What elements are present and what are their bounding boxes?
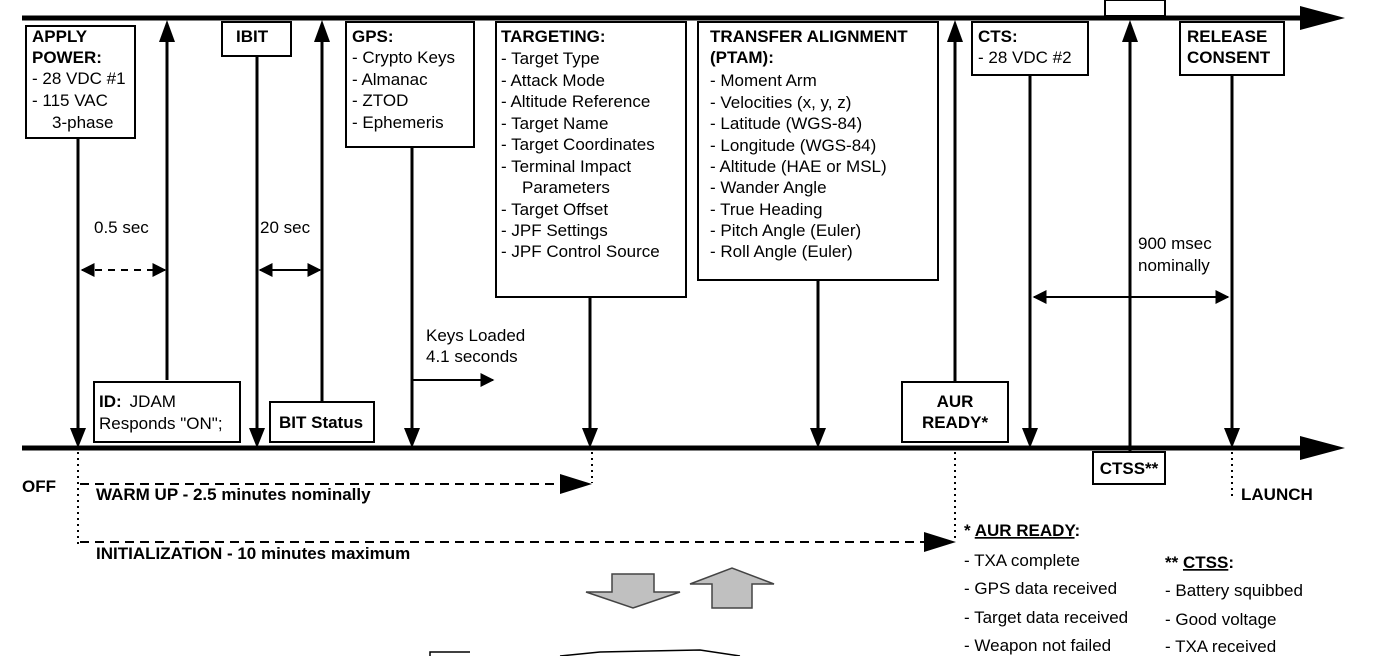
initialization-label: INITIALIZATION - 10 minutes maximum (96, 544, 410, 563)
targeting-item: - Terminal Impact (501, 157, 631, 176)
gps-item: - ZTOD (352, 91, 408, 110)
gps-item: - Crypto Keys (352, 48, 455, 67)
aur-ready-notes-title: * AUR READY: (964, 521, 1080, 540)
targeting-item: - Target Offset (501, 200, 608, 219)
release-consent-title-line-1: RELEASE (1187, 27, 1267, 46)
ibit-title: IBIT (236, 27, 269, 46)
id-box-text: ID:JDAM (99, 392, 176, 411)
ibit-box (221, 21, 292, 57)
targeting-item: - Attack Mode (501, 71, 605, 90)
aur-ready-box-line: AUR (937, 392, 974, 411)
aur-ready-notes-item: - GPS data received (964, 579, 1117, 598)
dotted-drop-lines (77, 452, 1233, 545)
targeting-box (495, 21, 687, 298)
targeting-item: Parameters (522, 178, 610, 197)
aur-ready-box (901, 381, 1009, 443)
transfer-alignment-title-line-2: (PTAM): (710, 48, 774, 67)
power-to-id-interval-label: 0.5 sec (94, 218, 149, 237)
ctss-box-title: CTSS** (1100, 459, 1159, 478)
apply-power-title-line-2: POWER: (32, 48, 102, 67)
warm-up-phase-arrow (80, 474, 592, 494)
transfer-alignment-item: - Wander Angle (710, 178, 827, 197)
gps-box (345, 21, 475, 148)
ctss-notes-item: - Battery squibbed (1165, 581, 1303, 600)
id-box-line: Responds "ON"; (99, 414, 223, 433)
aur-ready-notes-item: - Weapon not failed (964, 636, 1111, 655)
apply-power-item: - 115 VAC (32, 91, 108, 110)
targeting-title: TARGETING: (501, 27, 606, 46)
id-box (93, 381, 241, 443)
targeting-item: - Target Name (501, 114, 608, 133)
launch-label: LAUNCH (1241, 485, 1313, 504)
transfer-alignment-item: - Pitch Angle (Euler) (710, 221, 861, 240)
transfer-alignment-item: - Altitude (HAE or MSL) (710, 157, 887, 176)
apply-power-item: 3-phase (52, 113, 113, 132)
bit-status-title: BIT Status (279, 413, 363, 432)
ctss-box (1092, 451, 1166, 485)
cts-item: - 28 VDC #2 (978, 48, 1072, 67)
ctss-notes-title: ** CTSS: (1165, 553, 1234, 572)
transfer-alignment-item: - Longitude (WGS-84) (710, 136, 876, 155)
targeting-item: - Altitude Reference (501, 92, 650, 111)
targeting-item: - Target Coordinates (501, 135, 655, 154)
transfer-alignment-box (697, 21, 939, 281)
release-consent-title-line-2: CONSENT (1187, 48, 1271, 67)
cts-to-consent-label-line-1: 900 msec (1138, 234, 1212, 253)
cts-box (971, 21, 1089, 76)
gps-title: GPS: (352, 27, 394, 46)
initialization-phase-arrow (80, 532, 956, 552)
keys-loaded-label-line-2: 4.1 seconds (426, 347, 518, 366)
off-label: OFF (22, 477, 56, 496)
targeting-item: - JPF Control Source (501, 242, 660, 261)
apply-power-item: - 28 VDC #1 (32, 69, 126, 88)
targeting-item: - Target Type (501, 49, 600, 68)
targeting-item: - JPF Settings (501, 221, 608, 240)
cropped-bottom-drawing (429, 649, 741, 656)
aur-ready-notes-item: - Target data received (964, 608, 1128, 627)
ctss-notes-item: - TXA received (1165, 637, 1276, 656)
ctss-notes-item: - Good voltage (1165, 610, 1277, 629)
cts-title: CTS: (978, 27, 1018, 46)
top-timeline-arrow (22, 6, 1345, 30)
transfer-alignment-item: - Moment Arm (710, 71, 817, 90)
apply-power-title-line-1: APPLY (32, 27, 88, 46)
gps-item: - Ephemeris (352, 113, 444, 132)
gps-item: - Almanac (352, 70, 428, 89)
aur-ready-notes-item: - TXA complete (964, 551, 1080, 570)
ibit-to-status-interval-label: 20 sec (260, 218, 311, 237)
bit-status-box (269, 401, 375, 443)
bottom-timeline-arrow (22, 436, 1345, 460)
warm-up-label: WARM UP - 2.5 minutes nominally (96, 485, 371, 504)
aur-ready-box-line: READY* (922, 413, 989, 432)
transfer-alignment-item: - True Heading (710, 200, 822, 219)
down-block-arrow (585, 573, 681, 609)
apply-power-box (25, 25, 136, 139)
transfer-alignment-title-line-1: TRANSFER ALIGNMENT (710, 27, 908, 46)
keys-loaded-label-line-1: Keys Loaded (426, 326, 525, 345)
cts-to-consent-label-line-2: nominally (1138, 256, 1210, 275)
cropped-top-box (1104, 0, 1166, 17)
transfer-alignment-item: - Velocities (x, y, z) (710, 93, 851, 112)
transfer-alignment-item: - Roll Angle (Euler) (710, 242, 853, 261)
event-arrows (70, 20, 1240, 455)
release-consent-box (1179, 21, 1285, 76)
up-block-arrow (689, 567, 775, 609)
transfer-alignment-item: - Latitude (WGS-84) (710, 114, 862, 133)
